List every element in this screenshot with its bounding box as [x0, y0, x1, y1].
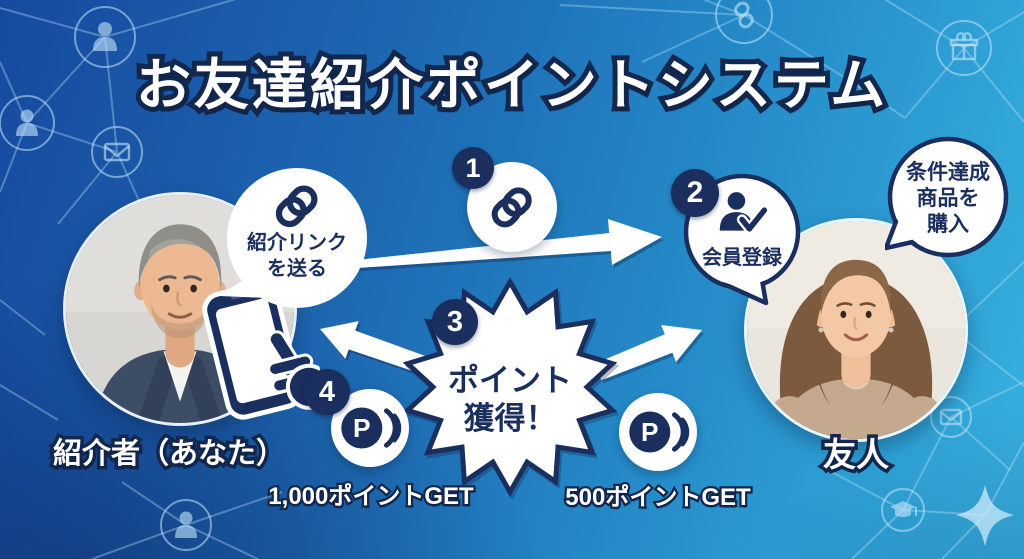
referral-link-bubble — [220, 168, 367, 308]
coin-letter: P — [353, 413, 371, 443]
graduation-cap-icon — [881, 488, 925, 532]
point-coin-icon: P — [629, 411, 690, 453]
person-icon — [0, 95, 55, 151]
condition-line-3: 購入 — [927, 213, 969, 236]
link-icon — [491, 187, 532, 228]
point-coin-icon: P — [341, 407, 402, 449]
link-icon — [715, 0, 773, 44]
sparkle-icon — [956, 485, 1014, 546]
friend-label: 友人 — [820, 433, 893, 477]
step-4-badge: 4 — [304, 369, 350, 415]
member-registration-label: 会員登録 — [702, 247, 782, 269]
burst-line-1: ポイント — [448, 363, 572, 398]
referral-bubble-line-2: を送る — [267, 258, 327, 280]
link-icon — [275, 185, 318, 228]
gift-icon — [936, 20, 992, 76]
friend-reward-text: 500ポイントGET — [563, 482, 753, 514]
person-check-icon — [719, 192, 768, 234]
referral-bubble-line-1: 紹介リンク — [247, 232, 347, 254]
referrer-reward-text: 1,000ポイントGET — [266, 481, 476, 513]
page-title: お友達紹介ポイントシステム — [131, 49, 890, 121]
points-to-friend-arrow — [594, 325, 702, 381]
coin-letter: P — [641, 417, 659, 447]
step-1-badge: 1 — [452, 147, 494, 189]
mail-icon — [91, 126, 143, 178]
condition-line-2: 商品を — [916, 187, 980, 210]
point-coin-friend: P — [619, 393, 697, 471]
purchase-condition-bubble — [885, 136, 1009, 258]
burst-line-2: 獲得！ — [463, 401, 557, 436]
condition-line-1: 条件達成 — [906, 161, 990, 184]
send-link-arrow — [356, 219, 662, 268]
person-icon — [160, 499, 212, 551]
referrer-label: 紹介者（あなた） — [49, 435, 288, 474]
mail-icon — [930, 396, 972, 438]
step-3-badge: 3 — [432, 299, 478, 345]
step-2-badge: 2 — [671, 169, 719, 217]
person-icon — [74, 6, 136, 68]
